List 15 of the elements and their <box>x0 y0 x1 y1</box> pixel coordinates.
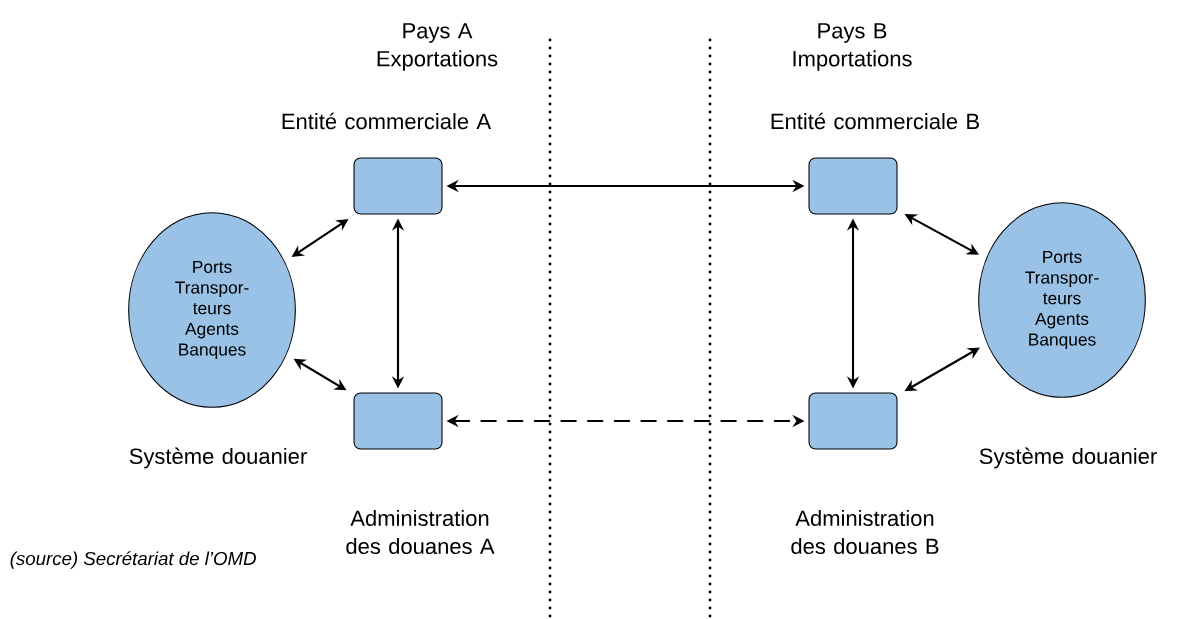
node-caption: Administration des douanes B <box>791 509 939 555</box>
node-caption: Système douanier <box>129 447 307 469</box>
source-note: (source) Secrétariat de l’OMD <box>10 551 256 569</box>
heading: Pays A Exportations <box>377 23 498 71</box>
node-caption: Entité commerciale B <box>771 112 979 130</box>
box <box>808 392 898 450</box>
box <box>353 392 443 450</box>
node-caption: Système douanier <box>979 447 1157 469</box>
box <box>353 157 443 215</box>
node-caption: Entité commerciale A <box>282 112 492 130</box>
heading: Pays B Importations <box>793 23 912 71</box>
box <box>808 157 898 215</box>
oval: Ports Transpor- teurs Agents Banques <box>978 202 1146 398</box>
oval: Ports Transpor- teurs Agents Banques <box>128 212 296 408</box>
node-caption: Administration des douanes A <box>346 509 495 555</box>
